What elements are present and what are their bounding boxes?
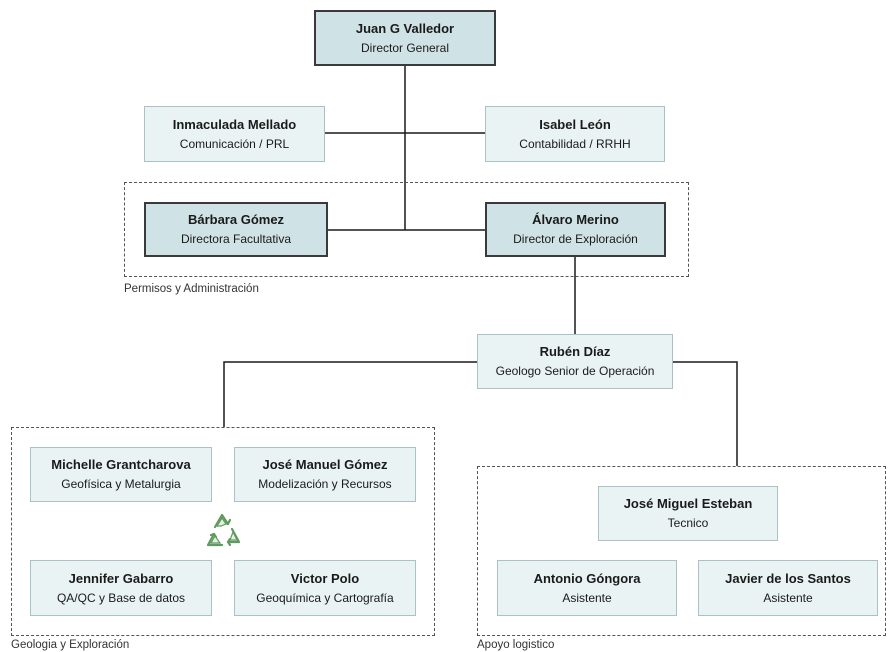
group-permisos-label: Permisos y Administración [124, 283, 259, 295]
node-role: Modelización y Recursos [258, 477, 392, 491]
node-role: Director General [360, 40, 450, 55]
node-role: Geoquímica y Cartografía [256, 590, 394, 605]
node-name: Javier de los Santos [725, 570, 851, 586]
node-javier-de-los-santos: Javier de los Santos Asistente [698, 560, 878, 616]
node-jose-miguel-esteban: José Miguel Esteban Tecnico [598, 486, 778, 541]
node-inmaculada-mellado: Inmaculada Mellado Comunicación / PRL [144, 106, 325, 162]
group-geologia-label: Geologia y Exploración [11, 639, 130, 651]
group-permisos [124, 182, 689, 277]
node-role: Asistente [763, 590, 813, 605]
node-role: Director de Exploración [513, 232, 638, 246]
node-role: Geofísica y Metalurgia [61, 477, 181, 491]
node-juan-valledor: Juan G Valledor Director General [314, 10, 496, 66]
node-name: José Miguel Esteban [623, 496, 753, 511]
node-isabel-leon: Isabel León Contabilidad / RRHH [485, 106, 665, 162]
node-victor-polo: Victor Polo Geoquímica y Cartografía [234, 560, 416, 616]
node-name: Álvaro Merino [532, 212, 619, 227]
connector-ruben-geologia [223, 361, 477, 427]
group-apoyo-label: Apoyo logistico [477, 639, 555, 651]
node-name: Michelle Grantcharova [51, 457, 191, 472]
node-role: Directora Facultativa [180, 232, 292, 246]
node-name: Bárbara Gómez [187, 212, 285, 227]
node-name: Inmaculada Mellado [172, 116, 297, 132]
node-name: Jennifer Gabarro [68, 570, 174, 586]
node-barbara-gomez: Bárbara Gómez Directora Facultativa [144, 202, 328, 257]
node-name: Rubén Díaz [539, 344, 611, 359]
group-geologia [11, 427, 435, 636]
node-jennifer-gabarro: Jennifer Gabarro QA/QC y Base de datos [30, 560, 212, 616]
node-role: Comunicación / PRL [179, 136, 290, 151]
connector-ruben-apoyo [673, 361, 738, 466]
node-antonio-gongora: Antonio Góngora Asistente [497, 560, 677, 616]
node-name: Juan G Valledor [355, 20, 455, 36]
group-apoyo [477, 466, 886, 636]
node-jose-manuel-gomez: José Manuel Gómez Modelización y Recurso… [234, 447, 416, 502]
node-role: Tecnico [667, 516, 709, 530]
node-name: Isabel León [539, 116, 611, 132]
node-role: QA/QC y Base de datos [56, 590, 186, 605]
node-role: Contabilidad / RRHH [519, 136, 631, 151]
node-name: Victor Polo [290, 570, 360, 586]
node-name: Antonio Góngora [533, 570, 641, 586]
node-michelle-grantcharova: Michelle Grantcharova Geofísica y Metalu… [30, 447, 212, 502]
recycle-icon [206, 513, 241, 547]
node-ruben-diaz: Rubén Díaz Geologo Senior de Operación [477, 334, 673, 389]
node-role: Asistente [562, 590, 612, 605]
node-name: José Manuel Gómez [262, 457, 388, 472]
node-role: Geologo Senior de Operación [495, 364, 655, 378]
node-alvaro-merino: Álvaro Merino Director de Exploración [485, 202, 666, 257]
